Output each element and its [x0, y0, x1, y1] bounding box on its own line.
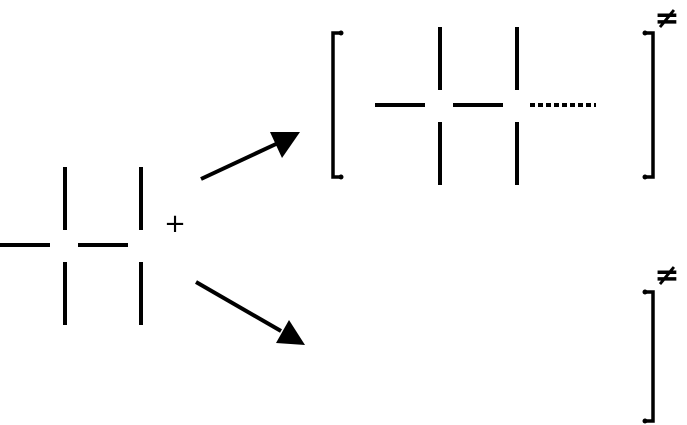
arrow-upper-head [270, 132, 300, 158]
product-upper-right-bracket [643, 31, 655, 179]
product-lower: ≠ [642, 258, 680, 424]
product-lower-charge-mark: ≠ [654, 258, 679, 293]
product-lower-right-bracket [643, 290, 655, 423]
arrow-lower [195, 280, 305, 345]
arrow-lower-head [276, 320, 305, 345]
product-upper: ≠ [331, 1, 680, 185]
reactant-fragment: + [0, 167, 186, 325]
product-upper-charge-mark: ≠ [654, 1, 679, 36]
product-upper-left-bracket [331, 31, 343, 179]
arrow-upper [200, 132, 300, 181]
plus-sign: + [164, 209, 186, 239]
